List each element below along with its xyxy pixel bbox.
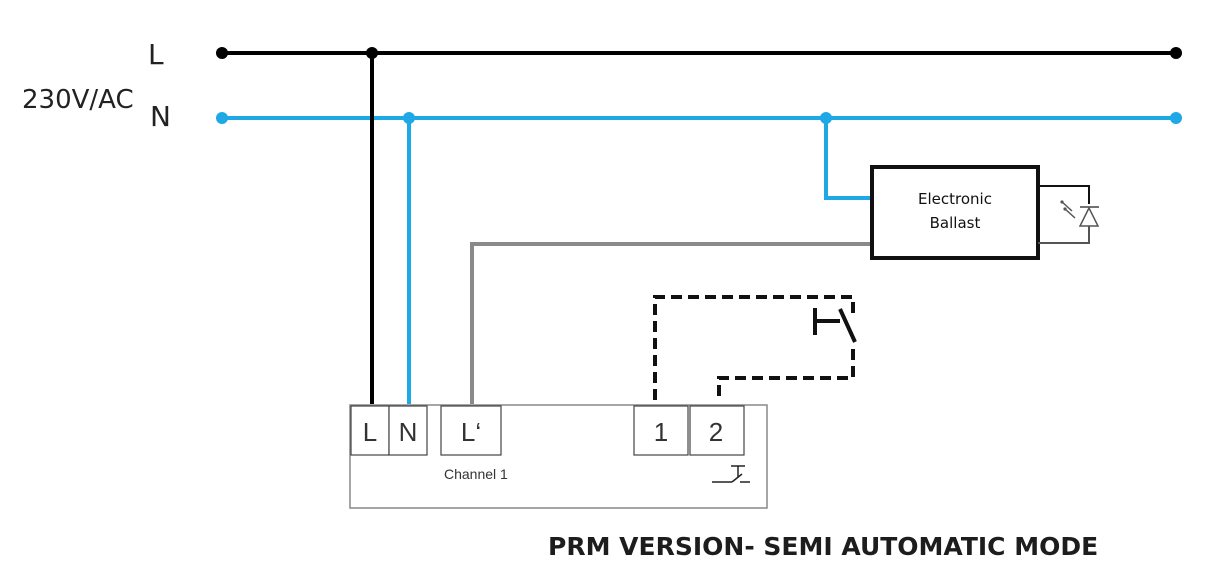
terminal-1: 1 [633, 405, 689, 456]
neutral-bus-end-node [1170, 112, 1182, 124]
terminal-2: 2 [689, 405, 745, 456]
terminal-l-prime: L‘ [440, 405, 502, 456]
supply-voltage-label: 230V/AC [22, 85, 134, 115]
terminal-l-label: L [363, 417, 377, 447]
supply-neutral-label: N [150, 100, 171, 133]
ballast-label-line1: Electronic [918, 190, 992, 208]
terminal-l-prime-label: L‘ [461, 417, 481, 447]
ballast-neutral-wire [824, 118, 872, 200]
line-bus-start-node [216, 47, 228, 59]
line-bus-end-node [1170, 47, 1182, 59]
channel-label: Channel 1 [444, 466, 508, 482]
diagram-caption: PRM VERSION- SEMI AUTOMATIC MODE [548, 532, 1098, 561]
supply-line-label: L [148, 38, 164, 71]
terminal-n-label: N [399, 417, 418, 447]
led-icon [1038, 185, 1100, 244]
pushbutton-icon [813, 308, 857, 343]
terminal-l: L [350, 405, 390, 456]
pushbutton-wiring [653, 295, 855, 400]
terminal-n: N [388, 405, 428, 456]
switched-output-wire [470, 242, 872, 404]
terminal-1-label: 1 [654, 417, 668, 447]
ballast-label-line2: Ballast [930, 214, 981, 232]
neutral-bus-start-node [216, 112, 228, 124]
pushbutton-input-icon [712, 465, 750, 483]
electronic-ballast-box [870, 165, 1040, 260]
terminal-2-label: 2 [709, 417, 723, 447]
